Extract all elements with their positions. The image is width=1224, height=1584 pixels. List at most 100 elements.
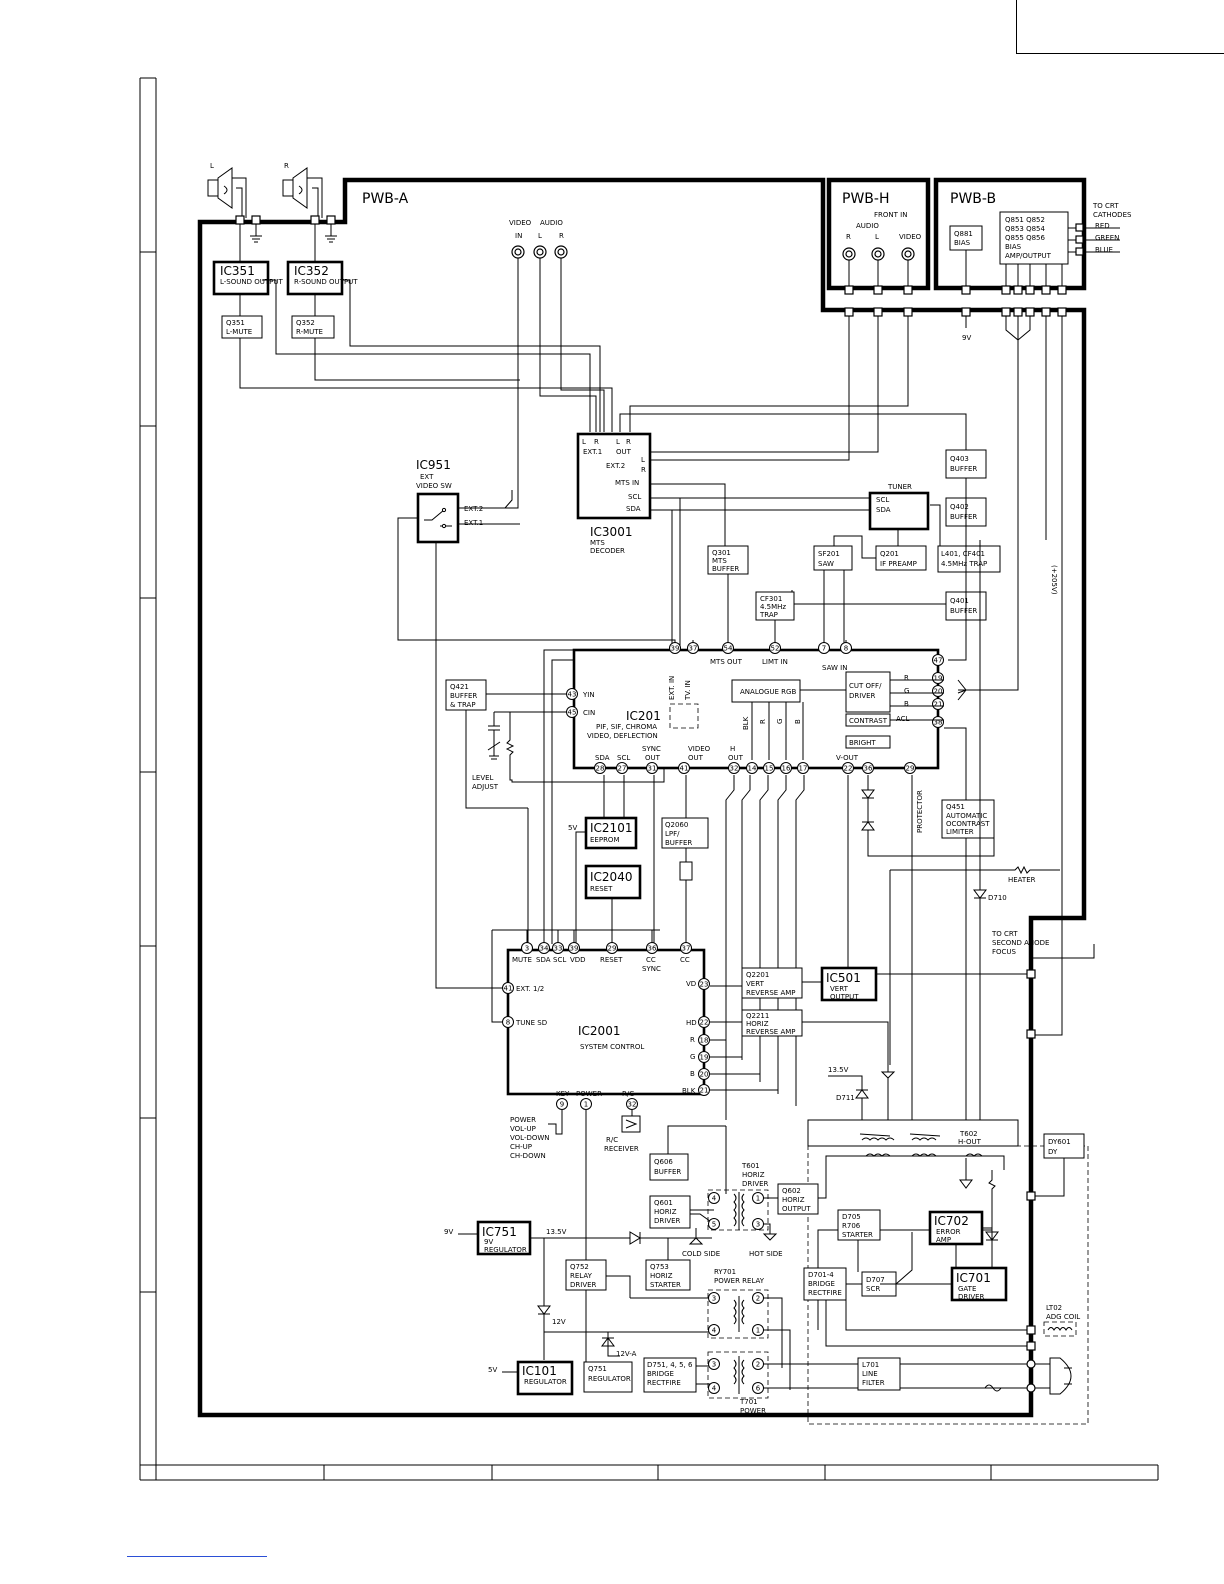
- if-wires: [823, 504, 941, 646]
- ic2001-hd: HD: [686, 1019, 697, 1027]
- rear-in-label: IN: [515, 232, 522, 240]
- ic2001-g: G: [690, 1053, 695, 1061]
- pin-circle: [521, 942, 533, 954]
- pin-number: 14: [748, 765, 757, 773]
- speaker-left-label: L: [210, 162, 214, 170]
- d705-id: D705: [842, 1213, 861, 1221]
- q752-block: [565, 1259, 607, 1291]
- sf201-block: [813, 545, 853, 571]
- pin-circle: [752, 1292, 764, 1304]
- pin-number: 32: [730, 765, 739, 773]
- ic3001-sda: SDA: [626, 505, 641, 513]
- d707-desc: SCR: [866, 1285, 880, 1293]
- pin-number: 22: [700, 1019, 709, 1027]
- audio-wires: [239, 279, 613, 432]
- q402-id: Q402: [950, 503, 969, 511]
- ic2001-block: [506, 948, 706, 1096]
- q2201-desc2: REVERSE AMP: [746, 989, 796, 997]
- key-ch-down: CH-DOWN: [510, 1152, 546, 1160]
- pin-circle: [568, 942, 580, 954]
- ic751-vout: 13.5V: [546, 1228, 567, 1236]
- front-in-title: FRONT IN: [874, 211, 907, 219]
- q752-desc1: RELAY: [570, 1272, 593, 1280]
- t602-desc: H-OUT: [958, 1138, 982, 1146]
- d701-desc1: BRIDGE: [808, 1280, 835, 1288]
- pin-circle: [502, 982, 514, 994]
- ic3001-l3: L: [641, 456, 645, 464]
- d711-v: 13.5V: [828, 1066, 849, 1074]
- pin-circle: [646, 762, 658, 774]
- ic201-id: IC201: [626, 709, 661, 723]
- ic201-cutoff1: CUT OFF/: [849, 682, 882, 690]
- level-line1: LEVEL: [472, 774, 494, 782]
- d701-id: D701-4: [808, 1271, 834, 1279]
- ic701-block: [950, 1266, 1008, 1302]
- pin-number: 3: [756, 1221, 760, 1229]
- ic201-h-out: OUT: [728, 754, 744, 762]
- ic3001-r1: R: [594, 438, 599, 446]
- ic201-v-out: V-OUT: [836, 754, 859, 762]
- speaker-right: [282, 167, 323, 218]
- crt-red-label: RED: [1095, 222, 1110, 230]
- ic3001-ext1: EXT.1: [583, 448, 602, 456]
- pin-circle: [687, 642, 699, 654]
- crt-anode-2: SECOND ANODE: [992, 939, 1049, 947]
- ic751-desc1: 9V: [484, 1238, 493, 1246]
- pin-number: 22: [844, 765, 853, 773]
- ic201-analogue-rgb: [731, 679, 801, 703]
- q602-desc2: OUTPUT: [782, 1205, 811, 1213]
- crt-anode-1: TO CRT: [991, 930, 1018, 938]
- key-vol-up: VOL-UP: [510, 1125, 536, 1133]
- q601-id: Q601: [654, 1199, 673, 1207]
- ic201-yin: YIN: [582, 691, 595, 699]
- pin-number: 21: [700, 1087, 709, 1095]
- q602-id: Q602: [782, 1187, 801, 1195]
- pin-number: 47: [934, 657, 943, 665]
- ic2001-id: IC2001: [578, 1024, 620, 1038]
- d710-label: D710: [988, 894, 1007, 902]
- pin-number: 3: [712, 1361, 716, 1369]
- pin-number: 34: [540, 945, 549, 953]
- ic352-block: [286, 260, 344, 296]
- sf201-id: SF201: [818, 550, 840, 558]
- ic2001-b: B: [690, 1070, 695, 1078]
- level-line2: ADJUST: [472, 783, 499, 791]
- ic2001-cc-sync1: CC: [646, 956, 656, 964]
- pin-number: 32: [628, 1101, 637, 1109]
- pin-circle: [840, 642, 852, 654]
- q851-line2: Q853 Q854: [1005, 225, 1046, 233]
- pin-number: 31: [648, 765, 657, 773]
- pin-number: 19: [934, 675, 943, 683]
- ic201-analogue-label: ANALOGUE RGB: [740, 688, 796, 696]
- ic3001-r3: R: [641, 466, 646, 474]
- pin-circle: [698, 978, 710, 990]
- ic2101-desc: EEPROM: [590, 836, 619, 844]
- ic2040-desc: RESET: [590, 885, 613, 893]
- crt-green-label: GREEN: [1095, 234, 1119, 242]
- pin-circle: [678, 762, 690, 774]
- ic101-id: IC101: [522, 1364, 557, 1378]
- pin-number: 20: [700, 1071, 709, 1079]
- lt02-desc: ADG COIL: [1046, 1313, 1080, 1321]
- rc-line1: R/C: [606, 1136, 618, 1144]
- ic3001-desc1: MTS: [590, 539, 605, 547]
- ic201-sync-out: OUT: [645, 754, 661, 762]
- ic201-ext-in: EXT. IN: [668, 676, 676, 700]
- ic751-block: [476, 1220, 532, 1256]
- ic201-r: R: [904, 674, 909, 682]
- q403-desc: BUFFER: [950, 465, 977, 473]
- ic351-block: [212, 260, 270, 296]
- q2060-desc1: LPF/: [665, 830, 680, 838]
- q201-block: [875, 545, 927, 571]
- pin-circle: [752, 1358, 764, 1370]
- ic501-desc1: VERT: [830, 985, 849, 993]
- pin-number: 20: [934, 688, 943, 696]
- protector-label: PROTECTOR: [916, 790, 924, 833]
- ic201-tv-in: TV. IN: [684, 680, 692, 701]
- pin-number: 36: [648, 945, 657, 953]
- pin-number: 23: [700, 981, 709, 989]
- ic201-r-v: R: [759, 719, 767, 724]
